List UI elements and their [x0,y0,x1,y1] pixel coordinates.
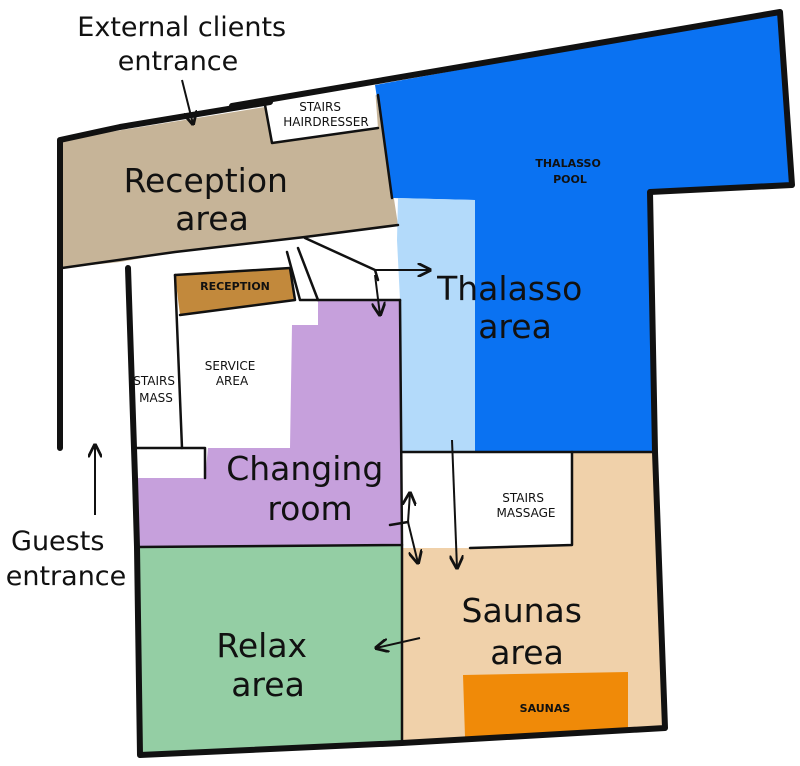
wall-service [180,446,207,480]
stairs-massage-label: STAIRS MASSAGE [497,491,556,520]
external-entrance-label: External clients entrance [77,12,294,77]
relax-area-label: Relax area [216,626,317,704]
arrow-stem-reception [303,236,380,282]
saunas-area-label: Saunas area [462,591,593,672]
changing-room-label: Changing room [226,449,394,528]
arrow-changing-down [407,521,418,563]
arrow-external-entrance [181,79,193,124]
arrow-to-changing [375,274,380,315]
arrow-to-saunas [452,439,457,568]
relax-area-zone [137,545,402,755]
wall-corridor [296,246,320,302]
thalasso-pool-zone [375,12,792,452]
wall-hairdresser [263,103,380,145]
arrow-to-relax [376,637,421,648]
saunas-label: SAUNAS [520,702,571,715]
changing-room-zone [135,300,402,547]
wall-reception-south [60,223,400,270]
guests-entrance-label: Guests entrance [6,526,127,592]
reception-area-label: Reception area [124,161,299,238]
wall-service-east [285,250,402,302]
wall-stairs-massage [468,450,574,550]
service-area-label: SERVICE AREA [205,359,259,388]
reception-desk-label: RECEPTION [200,280,270,293]
wall-thalasso-west [376,93,394,200]
outer-wall-north-east [125,9,795,758]
wall-desk [173,266,297,317]
arrow-stem-changing [388,520,410,527]
thalasso-pool-label: THALASSO POOL [535,157,604,186]
arrow-changing-up [408,493,410,523]
stairs-mass-label: STAIRS MASS [133,374,179,405]
stairs-massage-zone [470,452,572,548]
thalasso-area-zone [397,198,475,452]
saunas-area-zone [402,452,665,743]
thalasso-area-label: Thalasso area [436,269,593,346]
wall-stairs-mass [133,273,184,450]
saunas-room [463,672,628,737]
stairs-hairdresser-zone [265,88,378,143]
stairs-hairdresser-label: STAIRS HAIRDRESSER [283,100,368,129]
